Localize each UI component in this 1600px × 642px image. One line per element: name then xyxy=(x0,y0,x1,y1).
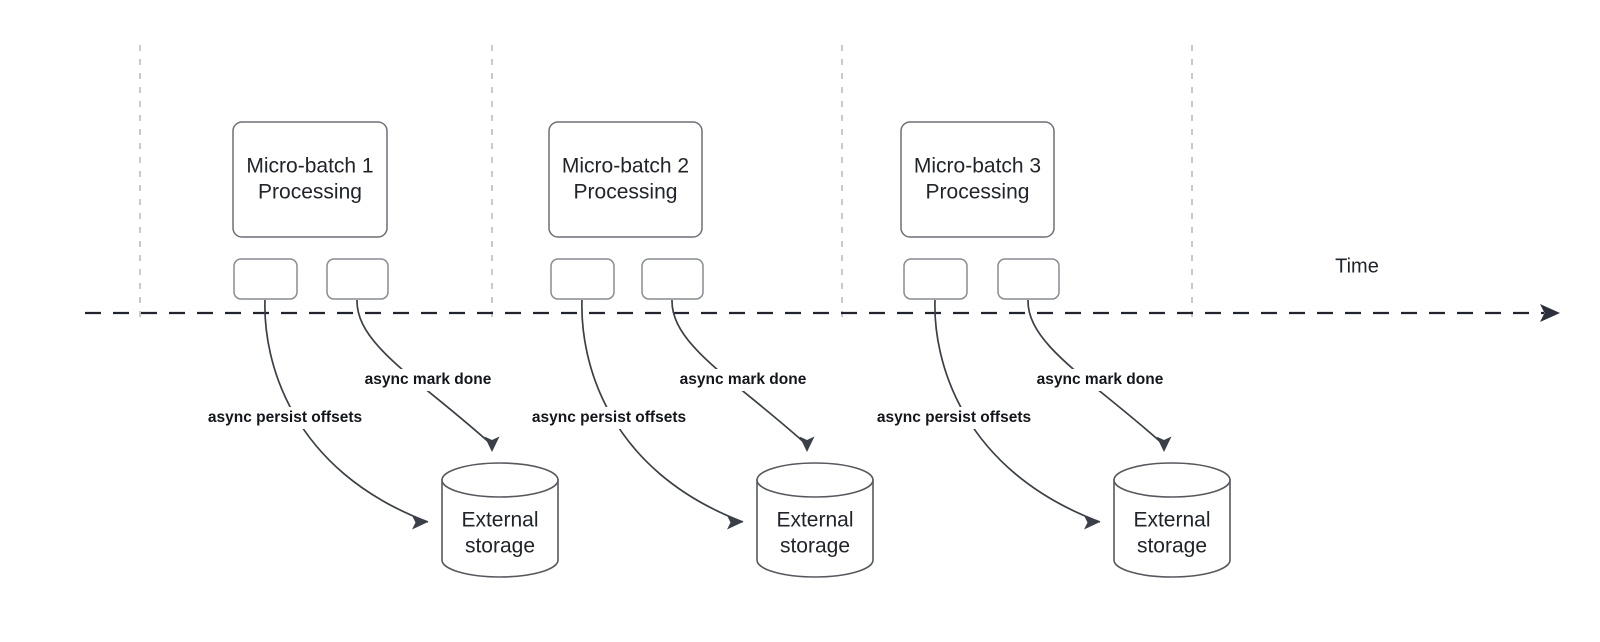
edge-labels-layer: async persist offsets async mark done asyn… xyxy=(195,369,1165,429)
arrowhead-icon-async-persist-offsets-group-2 xyxy=(727,515,743,530)
edge-label-backdrop-async-persist-offsets-group-3 xyxy=(864,407,1044,429)
cylinder-top-ellipse xyxy=(1113,462,1231,498)
edge-label-backdrop-async-persist-offsets-group-1 xyxy=(195,407,375,429)
micro-batch-label-line1: Micro-batch 2 xyxy=(562,155,689,178)
flow-arrows-layer xyxy=(264,299,1172,530)
task-box-mark-done-task-group-3[interactable] xyxy=(997,258,1060,300)
arrowhead-icon-async-mark-done-group-2 xyxy=(799,436,815,452)
micro-batch-box-1[interactable]: Micro-batch 1 Processing xyxy=(232,121,388,238)
arrowhead-icon-async-mark-done-group-3 xyxy=(1156,436,1172,452)
micro-batch-box-2[interactable]: Micro-batch 2 Processing xyxy=(548,121,703,238)
timeline-gridlines xyxy=(139,45,1193,322)
timeline-axis-group xyxy=(85,304,1560,322)
cylinder-body-shape xyxy=(441,479,559,578)
micro-batch-box-shape xyxy=(900,121,1055,238)
storage-label-line1: External xyxy=(461,509,538,532)
arrowhead-icon-async-mark-done-group-1 xyxy=(484,436,500,452)
task-box-offsets-task-group-3[interactable] xyxy=(903,258,968,300)
task-box-offsets-task-group-2[interactable] xyxy=(550,258,615,300)
cylinder-top-ellipse xyxy=(756,462,874,498)
micro-batch-label-line2: Processing xyxy=(574,181,678,204)
edge-label-async-mark-done-group-3: async mark done xyxy=(1037,371,1164,388)
edge-label-async-persist-offsets-group-1: async persist offsets xyxy=(208,409,362,426)
storage-label-line2: storage xyxy=(465,535,535,558)
storage-label-line1: External xyxy=(1133,509,1210,532)
cylinder-body-shape xyxy=(1113,479,1231,578)
micro-batch-label-line2: Processing xyxy=(926,181,1030,204)
edge-label-async-persist-offsets-group-2: async persist offsets xyxy=(532,409,686,426)
edge-label-async-persist-offsets-group-3: async persist offsets xyxy=(877,409,1031,426)
micro-batch-box-shape xyxy=(232,121,388,238)
flow-curve-async-mark-done-group-1 xyxy=(356,299,493,446)
cylinder-body-shape xyxy=(756,479,874,578)
edge-label-backdrop-async-mark-done-group-2 xyxy=(678,369,808,391)
flow-curve-async-mark-done-group-3 xyxy=(1027,299,1165,446)
storage-label-line2: storage xyxy=(1137,535,1207,558)
time-axis-label: Time xyxy=(1335,255,1379,277)
storage-label-line2: storage xyxy=(780,535,850,558)
arrowhead-icon-async-persist-offsets-group-3 xyxy=(1084,515,1100,530)
task-box-mark-done-task-group-1[interactable] xyxy=(326,258,389,300)
task-box-offsets-task-group-1[interactable] xyxy=(233,258,298,300)
edge-label-backdrop-async-persist-offsets-group-2 xyxy=(519,407,699,429)
micro-batch-label-line1: Micro-batch 3 xyxy=(914,155,1041,178)
time-label-group: Time xyxy=(1335,255,1379,277)
edge-label-async-mark-done-group-1: async mark done xyxy=(365,371,492,388)
storage-label-line1: External xyxy=(776,509,853,532)
micro-batch-label-line2: Processing xyxy=(258,181,362,204)
cylinder-top-ellipse xyxy=(441,462,559,498)
micro-batch-label-line1: Micro-batch 1 xyxy=(246,155,373,178)
arrowhead-icon-async-persist-offsets-group-1 xyxy=(412,515,428,530)
micro-batch-box-3[interactable]: Micro-batch 3 Processing xyxy=(900,121,1055,238)
edge-label-backdrop-async-mark-done-group-1 xyxy=(363,369,493,391)
external-storage-cylinder-1[interactable]: External storage xyxy=(441,462,559,578)
flow-curve-async-mark-done-group-2 xyxy=(671,299,808,446)
micro-batch-box-shape xyxy=(548,121,703,238)
external-storage-cylinder-3[interactable]: External storage xyxy=(1113,462,1231,578)
task-box-mark-done-task-group-2[interactable] xyxy=(641,258,704,300)
timeline-arrowhead-icon xyxy=(1540,304,1560,322)
edge-label-backdrop-async-mark-done-group-3 xyxy=(1035,369,1165,391)
edge-label-async-mark-done-group-2: async mark done xyxy=(680,371,807,388)
external-storage-cylinder-2[interactable]: External storage xyxy=(756,462,874,578)
